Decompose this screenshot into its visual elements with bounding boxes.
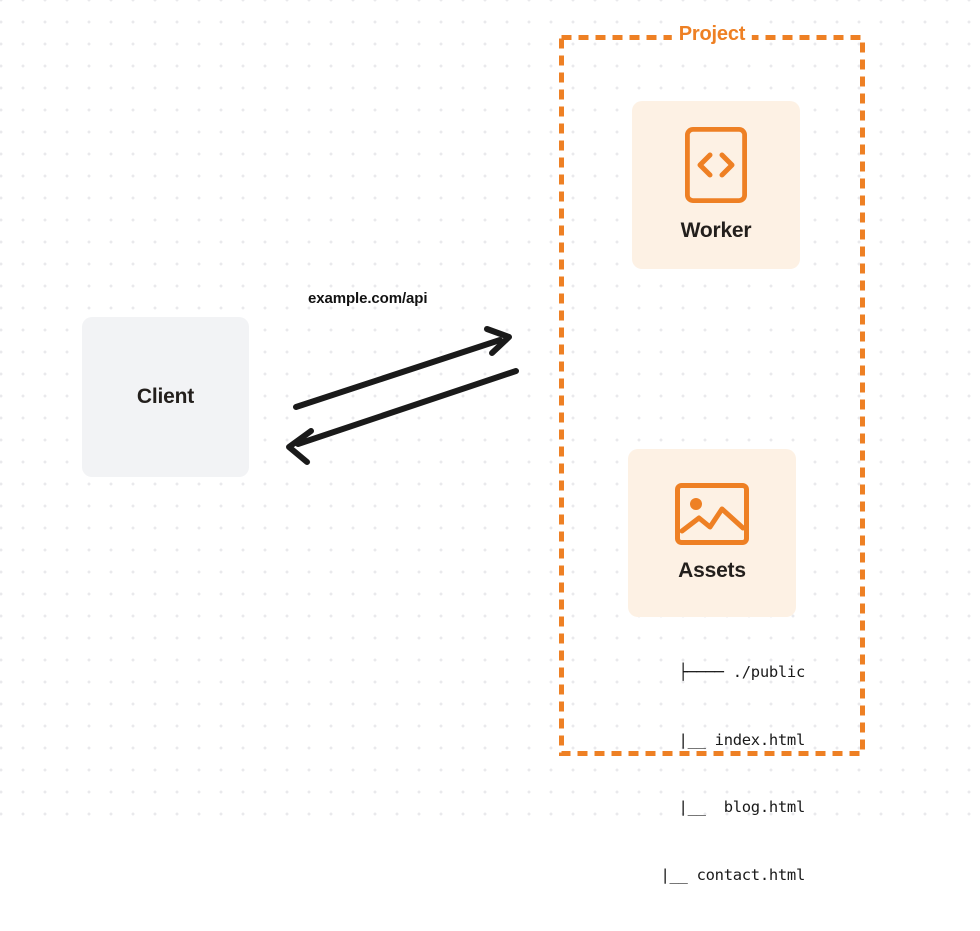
assets-file-tree: ├──── ./public |__ index.html |__ blog.h… bbox=[600, 616, 805, 931]
node-worker[interactable]: Worker bbox=[632, 101, 800, 269]
diagram-canvas: example.com/api Client Project Worker bbox=[0, 0, 980, 884]
node-client[interactable]: Client bbox=[82, 317, 249, 477]
project-group: Project bbox=[559, 20, 865, 756]
edge-label-request: example.com/api bbox=[308, 290, 428, 307]
image-icon bbox=[675, 483, 749, 545]
file-tree-row: |__ contact.html bbox=[642, 865, 805, 884]
project-dashed-border bbox=[559, 35, 865, 756]
project-group-label: Project bbox=[671, 20, 753, 48]
file-tree-row: |__ index.html bbox=[633, 730, 806, 749]
request-arrow bbox=[293, 326, 512, 410]
file-tree-row: |__ blog.html bbox=[633, 798, 806, 816]
response-arrow bbox=[286, 368, 519, 465]
node-client-label: Client bbox=[136, 385, 195, 408]
code-brackets-icon bbox=[685, 127, 748, 203]
node-assets[interactable]: Assets bbox=[628, 449, 796, 617]
node-assets-label: Assets bbox=[678, 559, 746, 582]
file-tree-row: ├──── ./public bbox=[678, 663, 806, 681]
node-worker-label: Worker bbox=[680, 219, 752, 242]
